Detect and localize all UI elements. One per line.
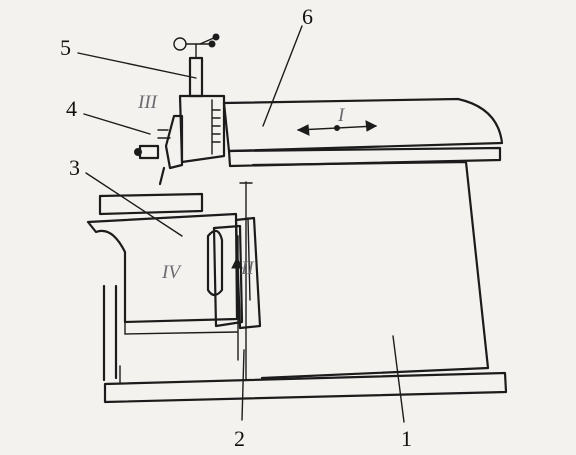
base-plate: [103, 365, 508, 404]
leader-line-3: [85, 172, 183, 237]
motion-arrow-ii: [231, 256, 243, 317]
callout-1: 1: [401, 426, 412, 451]
callout-5: 5: [60, 35, 71, 60]
ram: [222, 97, 504, 168]
machine-frame: [239, 160, 490, 381]
callout-2: 2: [234, 426, 245, 451]
motion-label-ii: II: [240, 258, 255, 279]
motion-label-iv: IV: [161, 262, 182, 283]
motion-label-i: I: [337, 105, 346, 126]
leader-line-1: [392, 335, 405, 423]
leader-line-5: [77, 52, 197, 79]
callout-6: 6: [302, 4, 313, 29]
cross-rail: [206, 216, 262, 361]
work-table: [86, 192, 239, 382]
tool-head: [134, 33, 226, 186]
callout-4: 4: [66, 96, 77, 121]
motion-arrow-i: [296, 120, 378, 136]
leader-line-2: [241, 349, 245, 421]
leader-line-4: [83, 113, 151, 135]
motion-label-iii: III: [137, 92, 159, 113]
callout-3: 3: [69, 155, 80, 180]
leader-line-6: [262, 25, 303, 127]
